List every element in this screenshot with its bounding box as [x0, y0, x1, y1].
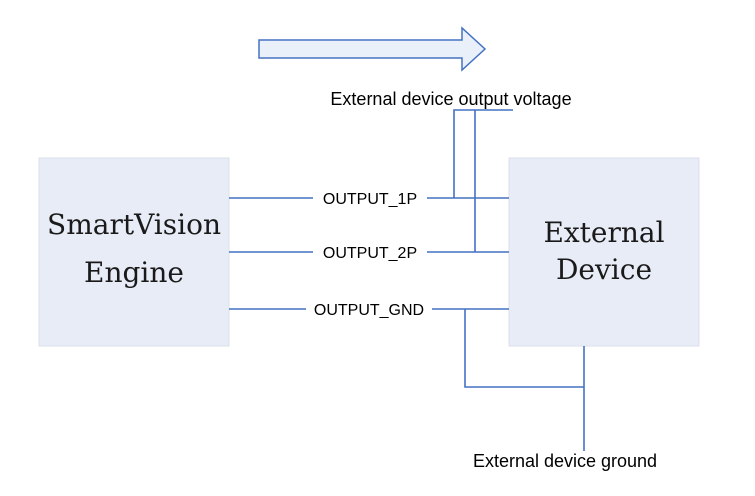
- ground-caption: External device ground: [473, 451, 657, 471]
- device-title-line1: External: [543, 216, 664, 249]
- device-title-line2: Device: [556, 253, 652, 286]
- voltage-probe-wire: [453, 109, 513, 198]
- external-device-block: [508, 157, 700, 347]
- right-arrow-icon: [258, 26, 487, 72]
- smartvision-engine-block: [38, 157, 230, 347]
- output-gnd-label: OUTPUT_GND: [314, 302, 424, 319]
- voltage-caption: External device output voltage: [330, 89, 571, 109]
- output-1p-label: OUTPUT_1P: [323, 191, 417, 208]
- engine-title-line2: Engine: [84, 256, 184, 289]
- engine-title-line1: SmartVision: [47, 208, 221, 241]
- output-2p-label: OUTPUT_2P: [323, 245, 417, 262]
- ground-probe-wire: [464, 309, 584, 388]
